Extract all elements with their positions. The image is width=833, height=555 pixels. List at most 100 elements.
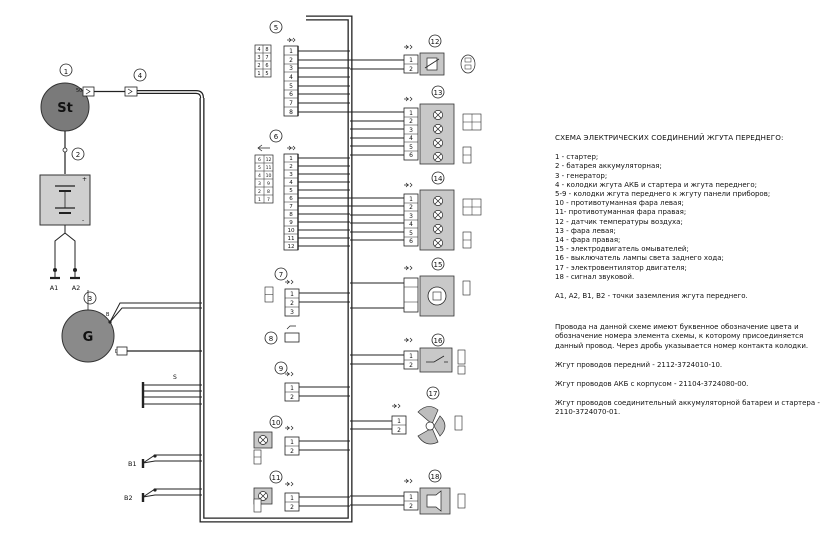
legend-title: СХЕМА ЭЛЕКТРИЧЕСКИХ СОЕДИНЕНИЙ ЖГУТА ПЕР… bbox=[555, 133, 784, 142]
headlamp-right-pin: 1 bbox=[409, 196, 413, 203]
block-9-pin: 2 bbox=[290, 394, 294, 401]
generator-number: 3 bbox=[88, 295, 92, 303]
block-6-pin: 11 bbox=[287, 236, 295, 242]
block-9: 9 1 2 bbox=[274, 361, 350, 402]
block-5-wires bbox=[298, 50, 350, 113]
block-6-grid-cell: 12 bbox=[266, 157, 272, 163]
legend-item: 14 - фара правая; bbox=[555, 236, 621, 245]
headlamp-left-pin: 1 bbox=[409, 110, 413, 117]
legend-note-battery-harness: Жгут проводов АКБ с корпусом - 21104-372… bbox=[555, 380, 749, 389]
fog-lamp-right: 11 1 2 bbox=[253, 470, 350, 513]
fog-right-pin: 1 bbox=[290, 495, 294, 502]
legend-ground-note: А1, А2, В1, В2 - точки заземления жгута … bbox=[555, 292, 748, 301]
headlamp-left-pin: 4 bbox=[409, 135, 413, 142]
fan-pin: 1 bbox=[397, 418, 401, 425]
block-6-pin: 12 bbox=[287, 244, 294, 250]
block-6-grid-cell: 7 bbox=[267, 197, 270, 203]
fog-left-pin: 2 bbox=[290, 448, 294, 455]
headlamp-left-pin: 5 bbox=[409, 144, 413, 151]
block-5-pin: 8 bbox=[289, 109, 293, 116]
block-6-pin: 4 bbox=[289, 180, 293, 186]
headlamp-left-pin: 6 bbox=[409, 152, 413, 159]
block-5-grid-cell: 1 bbox=[257, 71, 260, 77]
battery-plus: + bbox=[82, 176, 87, 183]
block-5-number: 5 bbox=[274, 24, 278, 32]
headlamp-left-pin: 3 bbox=[409, 127, 413, 134]
block-6-pin: 7 bbox=[289, 204, 293, 210]
block-6: 6 6 12 5 11 4 10 3 9 2 8 1 7 bbox=[254, 129, 350, 251]
block-5-grid-cell: 7 bbox=[265, 55, 268, 61]
junction-4: 4 bbox=[124, 68, 147, 97]
temp-sensor: 12 1 2 bbox=[403, 34, 476, 76]
right-branch-wires bbox=[350, 59, 404, 506]
starter-terminal: 50 bbox=[76, 88, 82, 94]
block-6-pin: 6 bbox=[289, 196, 293, 202]
block-6-pins: 1 2 3 4 5 6 7 8 9 10 11 12 bbox=[283, 153, 299, 251]
block-6-grid: 6 12 5 11 4 10 3 9 2 8 1 7 bbox=[254, 154, 274, 204]
fan-number: 17 bbox=[429, 390, 438, 398]
generator: 3 G B D bbox=[61, 133, 202, 363]
temp-sensor-pin: 2 bbox=[409, 66, 413, 73]
block-9-pin: 1 bbox=[290, 385, 294, 392]
horn: 18 1 2 bbox=[403, 469, 466, 515]
block-7-pin: 2 bbox=[290, 300, 294, 307]
block-6-grid-cell: 9 bbox=[267, 181, 270, 187]
block-5-grid-cell: 5 bbox=[265, 71, 268, 77]
legend-item: 5-9 - колодки жгута переднего к жгуту па… bbox=[555, 190, 771, 199]
headlamp-right-number: 14 bbox=[434, 175, 443, 183]
block-5-grid-cell: 6 bbox=[265, 63, 268, 69]
block-5-pin: 4 bbox=[289, 74, 293, 81]
block-6-pin: 8 bbox=[289, 212, 293, 218]
starter: 1 St 50 bbox=[40, 63, 126, 174]
generator-label: G bbox=[83, 330, 94, 345]
legend-item: 16 - выключатель лампы света заднего ход… bbox=[555, 254, 724, 263]
block-5-grid: 4 8 3 7 2 6 1 5 bbox=[254, 44, 272, 78]
headlamp-right-pin: 5 bbox=[409, 230, 413, 237]
block-6-grid-cell: 2 bbox=[258, 189, 261, 195]
fog-right-number: 11 bbox=[272, 474, 281, 482]
block-6-grid-cell: 8 bbox=[267, 189, 270, 195]
legend-item: 1 - стартер; bbox=[555, 153, 599, 162]
ground-b1-label: B1 bbox=[128, 460, 137, 468]
legend-item: 12 - датчик температуры воздуха; bbox=[555, 217, 683, 226]
headlamp-left-number: 13 bbox=[434, 89, 443, 97]
battery-minus: - bbox=[82, 217, 84, 224]
connector-arrow-icons bbox=[285, 44, 413, 487]
legend-item: 15 - электродвигатель омывателей; bbox=[555, 245, 689, 254]
reverse-light-switch: 16 1 2 bbox=[403, 333, 466, 375]
headlamp-left-pin: 2 bbox=[409, 118, 413, 125]
block-6-grid-cell: 4 bbox=[258, 173, 261, 179]
block-5-grid-cell: 3 bbox=[257, 55, 260, 61]
block-6-grid-cell: 11 bbox=[266, 165, 272, 171]
washer-motor: 15 bbox=[403, 257, 471, 317]
legend-item: 10 - противотуманная фара левая; bbox=[555, 199, 684, 208]
block-7-pin: 1 bbox=[290, 291, 294, 298]
block-6-pin: 2 bbox=[289, 164, 293, 170]
ground-bus-s: S bbox=[141, 374, 202, 408]
legend-item: 3 - генератор; bbox=[555, 171, 608, 180]
block-6-grid-cell: 1 bbox=[258, 197, 261, 203]
ground-b1: B1 bbox=[128, 454, 202, 468]
legend-item: 4 - колодки жгута АКБ и стартера и жгута… bbox=[555, 180, 757, 189]
battery: 2 + - A1 A2 bbox=[39, 147, 91, 292]
legend-item: 18 - сигнал звуковой. bbox=[555, 272, 635, 281]
harness-trunk bbox=[136, 15, 353, 523]
temp-sensor-pin: 1 bbox=[409, 57, 413, 64]
block-5-pins: 1 2 3 4 5 6 7 8 bbox=[283, 45, 299, 117]
block-9-number: 9 bbox=[279, 365, 283, 373]
block-5-grid-cell: 8 bbox=[265, 47, 268, 53]
block-5-grid-cell: 2 bbox=[257, 63, 260, 69]
fog-left-number: 10 bbox=[272, 419, 281, 427]
headlamp-right-pin: 4 bbox=[409, 221, 413, 228]
legend-item: 13 - фара левая; bbox=[555, 226, 616, 235]
block-8-number: 8 bbox=[269, 335, 273, 343]
block-6-pin: 9 bbox=[289, 220, 293, 226]
horn-pin: 1 bbox=[409, 494, 413, 501]
horn-pin: 2 bbox=[409, 503, 413, 510]
legend: СХЕМА ЭЛЕКТРИЧЕСКИХ СОЕДИНЕНИЙ ЖГУТА ПЕР… bbox=[555, 133, 827, 428]
block-6-pin: 10 bbox=[287, 228, 295, 234]
fan-pin: 2 bbox=[397, 427, 401, 434]
generator-terminal-b: B bbox=[106, 312, 110, 318]
block-5-pin: 3 bbox=[289, 65, 293, 72]
battery-number: 2 bbox=[76, 151, 80, 159]
